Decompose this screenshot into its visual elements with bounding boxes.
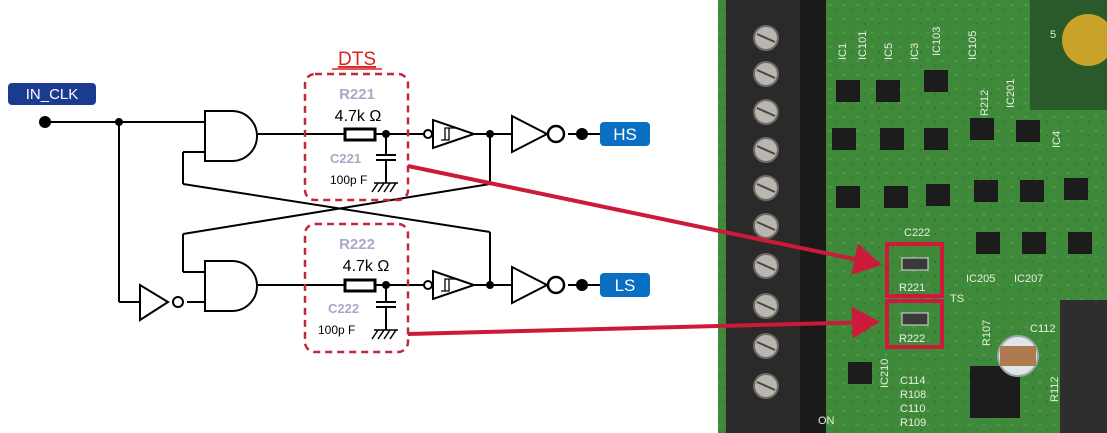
c221-label: C221 [330,151,361,166]
svg-text:R221: R221 [899,282,925,294]
svg-text:R109: R109 [900,417,926,429]
inverter-input [139,283,184,322]
svg-text:ON: ON [818,415,835,427]
callout-arrows [407,164,882,339]
r221-label: R221 [339,86,375,103]
ls-label-box: LS [600,273,650,297]
schmitt-buffer-bottom [423,269,478,301]
pcb-silkscreen: IC1 IC101 IC5 IC3 IC103 IC105 R212 IC201… [818,27,1063,429]
svg-text:TS: TS [950,293,964,305]
svg-text:IC205: IC205 [966,273,995,285]
highlight-r221: R221 [885,242,944,298]
svg-text:R212: R212 [979,90,991,116]
in-clk-label: IN_CLK [26,86,79,103]
r222-value: 4.7k Ω [343,258,390,275]
pcb-photo: IC1 IC101 IC5 IC3 IC103 IC105 R212 IC201… [718,0,1107,433]
schmitt-buffer-top [423,118,478,150]
dts-box-top [303,72,410,202]
c222-label: C222 [328,301,359,316]
svg-text:5: 5 [1050,29,1056,41]
r221-value: 4.7k Ω [335,108,382,125]
svg-text:IC3: IC3 [909,43,921,60]
svg-text:IC103: IC103 [931,27,943,56]
capacitor-c221 [376,154,396,161]
svg-text:C114: C114 [900,375,925,387]
dts-box-bottom [303,222,410,354]
svg-text:C110: C110 [900,403,925,415]
schematic: IN_CLK [8,49,650,354]
c221-value: 100p F [330,173,367,187]
resistor-r221 [343,127,377,142]
hs-label: HS [613,125,637,144]
r222-label: R222 [339,236,375,253]
highlight-r222: R222 [885,299,944,349]
svg-text:IC5: IC5 [883,43,895,60]
hs-label-box: HS [600,122,650,146]
svg-text:C222: C222 [904,227,930,239]
ground-c222 [371,329,398,340]
svg-text:IC201: IC201 [1005,79,1017,108]
svg-text:IC4: IC4 [1051,131,1063,148]
capacitor-c222 [376,301,396,308]
svg-text:IC207: IC207 [1014,273,1043,285]
and-gate-bottom [204,260,258,312]
inverter-hs [511,114,566,154]
svg-text:R107: R107 [981,320,993,346]
junctions [39,116,588,291]
resistor-r222 [343,278,377,293]
ls-label: LS [615,276,636,295]
arrow-c221-to-r221 [407,164,882,275]
svg-text:IC105: IC105 [967,31,979,60]
svg-text:C112: C112 [1030,323,1055,335]
svg-text:R108: R108 [900,389,926,401]
svg-text:IC101: IC101 [857,31,869,60]
ground-c221 [371,182,398,193]
svg-text:R222: R222 [899,333,925,345]
dts-title: DTS [338,49,376,70]
wires [45,121,600,330]
svg-text:R112: R112 [1049,377,1061,402]
in-clk-label-box: IN_CLK [8,83,96,105]
inverter-ls [511,265,566,305]
arrow-c222-to-r222 [407,306,880,339]
c222-value: 100p F [318,323,355,337]
svg-text:IC210: IC210 [879,359,891,388]
and-gate-top [204,110,258,162]
svg-text:IC1: IC1 [837,43,849,60]
